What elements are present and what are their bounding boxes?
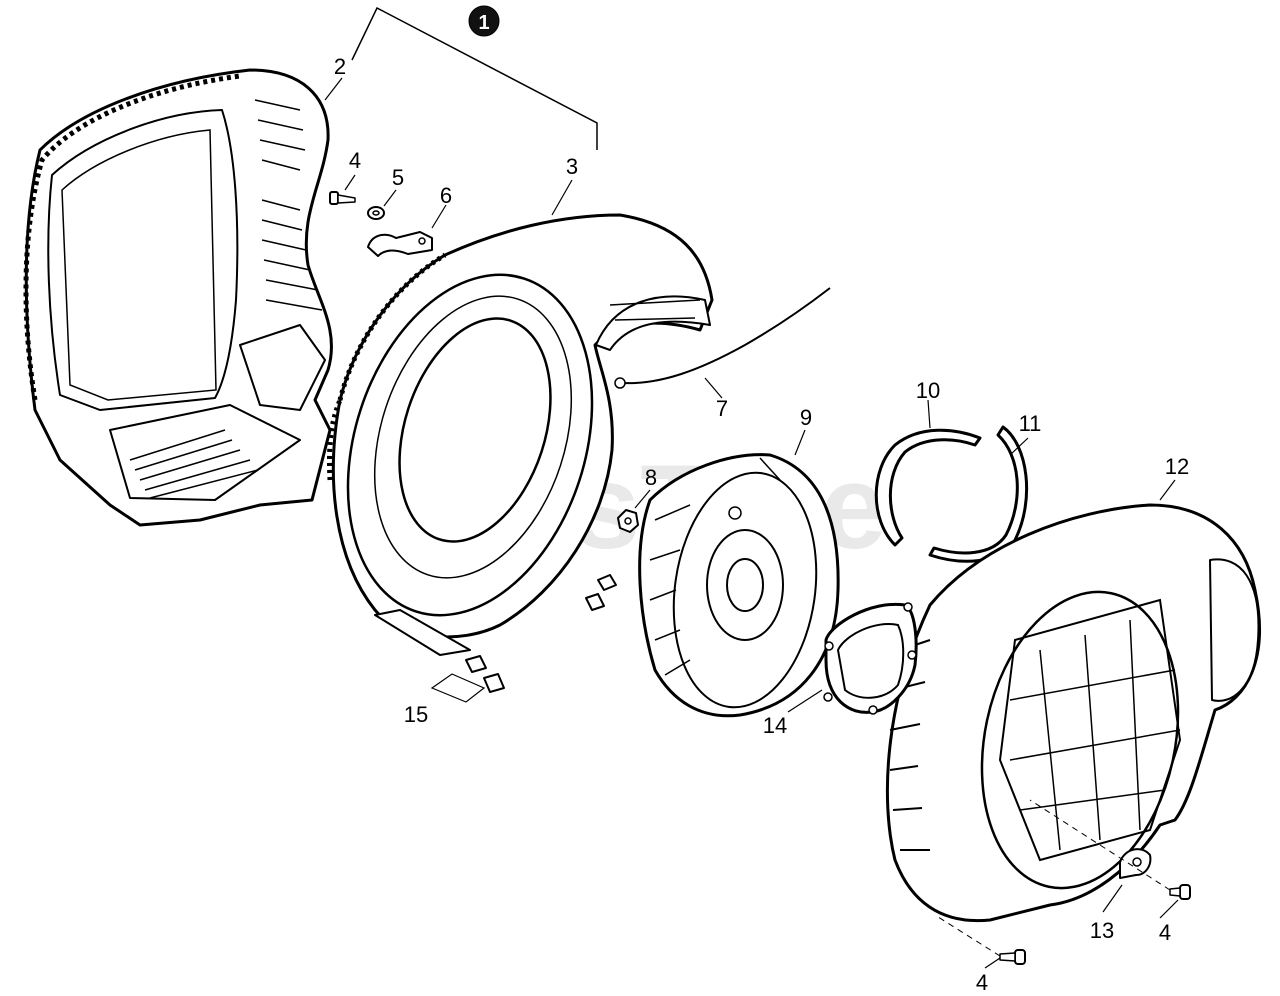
- part-10-ring[interactable]: [874, 428, 982, 547]
- callout-7: 7: [716, 396, 728, 421]
- callout-4-top: 4: [349, 148, 361, 173]
- leader-lines: [324, 77, 1179, 969]
- callout-5: 5: [392, 165, 404, 190]
- callout-8: 8: [645, 465, 657, 490]
- callout-labels: 2 3 4 5 6 7 8 9 10 11 12 13 4 14 15 4: [334, 54, 1189, 995]
- callout-13: 13: [1090, 918, 1114, 943]
- part-4-screw-bottom[interactable]: [999, 949, 1026, 965]
- part-3-fan-case[interactable]: [307, 213, 714, 656]
- part-9-fan[interactable]: [638, 453, 840, 718]
- callout-12: 12: [1165, 454, 1189, 479]
- part-12-rear-housing[interactable]: [885, 503, 1261, 923]
- callout-3: 3: [566, 154, 578, 179]
- part-8-nut[interactable]: [617, 509, 639, 533]
- callout-9: 9: [800, 405, 812, 430]
- part-5-washer[interactable]: [367, 206, 385, 220]
- callout-10: 10: [916, 378, 940, 403]
- callout-6: 6: [440, 183, 452, 208]
- part-14-gasket[interactable]: [823, 602, 918, 715]
- callout-15: 15: [404, 702, 428, 727]
- callout-14: 14: [763, 713, 787, 738]
- part-13-clamp[interactable]: [1119, 848, 1152, 879]
- screw-axis-right: [1029, 799, 1171, 891]
- callout-4-bottom: 4: [976, 970, 988, 995]
- callout-11: 11: [1019, 411, 1042, 436]
- screw-axis-bottom: [934, 914, 1001, 957]
- part-11-ring[interactable]: [928, 425, 1029, 563]
- part-15-damper-set[interactable]: [465, 574, 617, 693]
- kit-bracket: 1: [351, 5, 598, 150]
- part-4-screw-right[interactable]: [1169, 884, 1191, 900]
- kit-marker-label: 1: [478, 12, 489, 34]
- callout-4-right: 4: [1159, 920, 1171, 945]
- part-6-clamp-bracket[interactable]: [367, 231, 433, 257]
- kit-marker-circle: [468, 5, 500, 37]
- callout-2: 2: [334, 54, 346, 79]
- part-4-screw-top[interactable]: [329, 191, 356, 205]
- part-2-housing-frame[interactable]: [23, 68, 333, 527]
- part-7-wire[interactable]: [614, 287, 831, 389]
